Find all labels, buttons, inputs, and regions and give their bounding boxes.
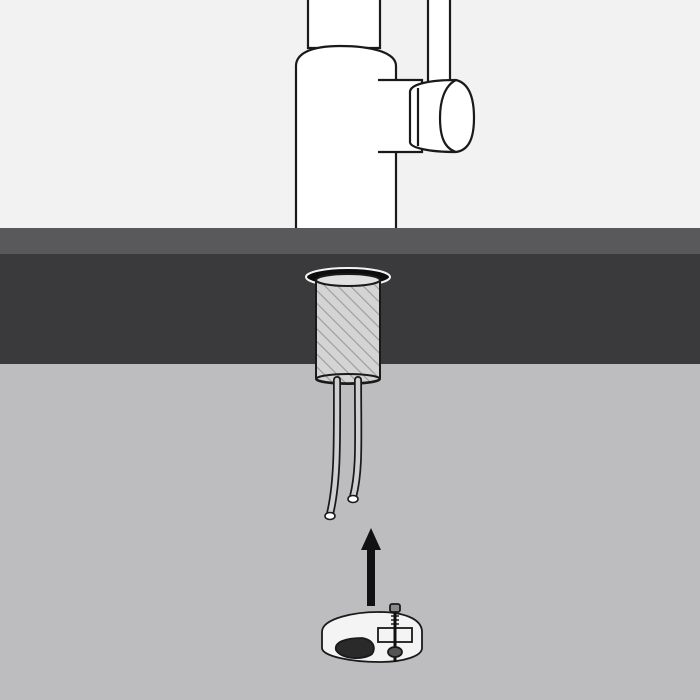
- threaded-shank: [315, 279, 381, 385]
- faucet: [294, 0, 476, 232]
- shank-top-rim: [315, 273, 381, 287]
- up-arrow-icon: [361, 528, 381, 606]
- faucet-body: [294, 44, 398, 232]
- hose-end-right: [347, 494, 359, 504]
- supply-hose-left-core: [327, 377, 340, 517]
- faucet-spout-neck: [306, 0, 382, 50]
- bracket-slot: [334, 637, 375, 659]
- countertop-surface: [0, 228, 700, 254]
- mounting-bracket: [321, 603, 423, 663]
- supply-hose-right-core: [350, 377, 361, 500]
- faucet-handle-cap: [438, 79, 457, 154]
- faucet-handle: [408, 78, 476, 154]
- supply-hoses: [324, 376, 363, 521]
- faucet-lever-stem: [426, 0, 452, 84]
- screw-nut: [387, 646, 403, 658]
- screw-head: [389, 603, 401, 613]
- hose-end-left: [324, 511, 336, 521]
- shank-bottom-rim: [315, 373, 381, 385]
